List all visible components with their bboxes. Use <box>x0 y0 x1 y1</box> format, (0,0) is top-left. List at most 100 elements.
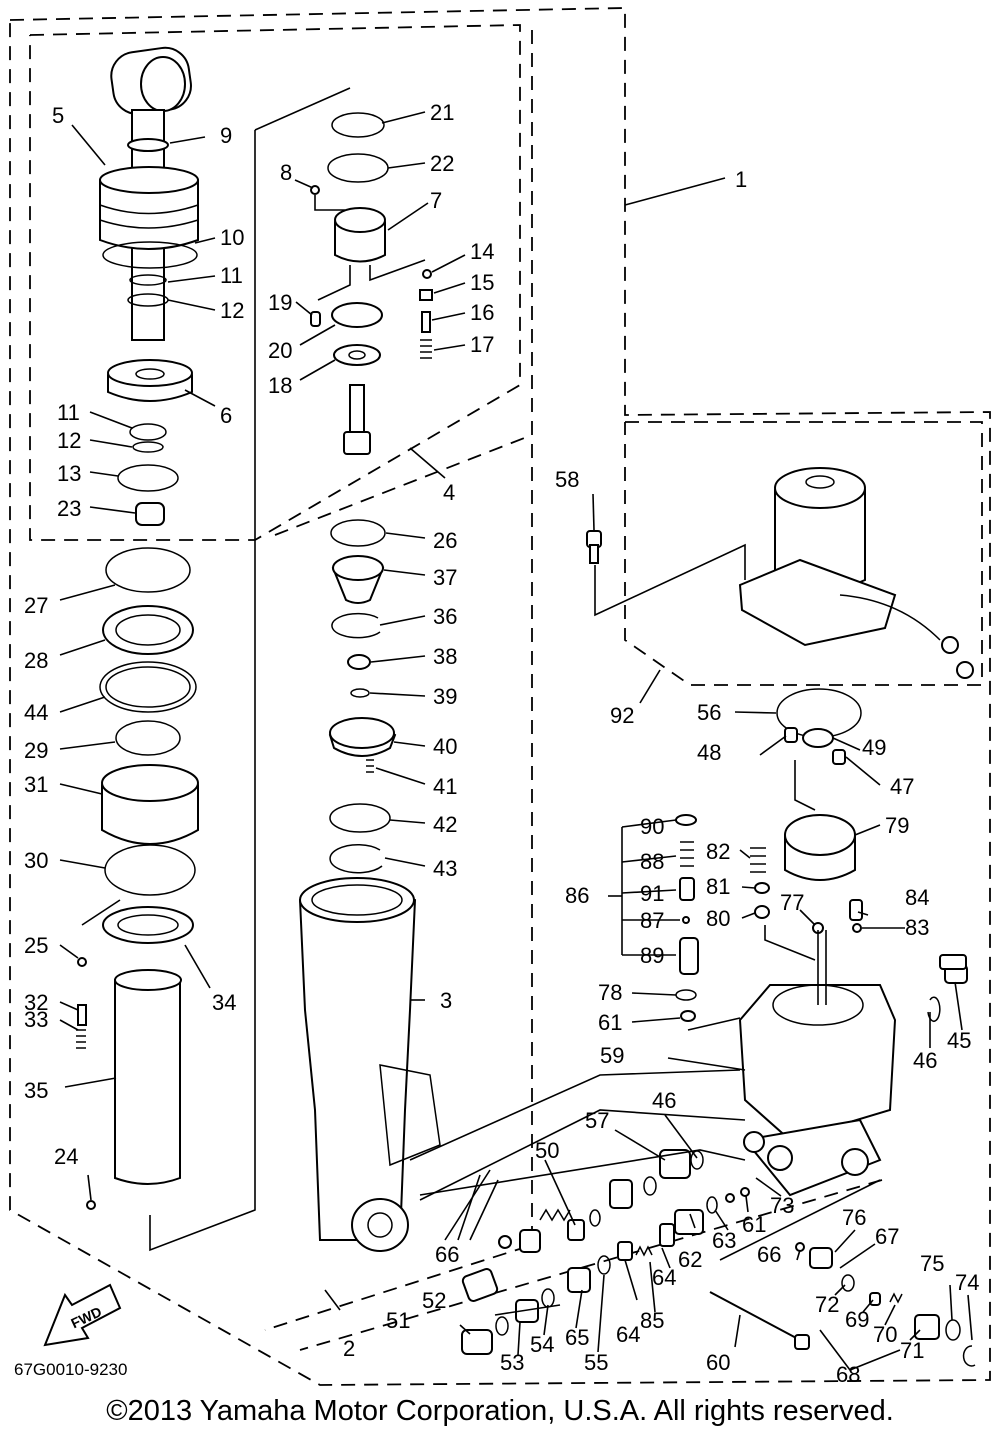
callout-67: 67 <box>875 1224 899 1249</box>
callout-64: 64 <box>652 1265 676 1290</box>
callout-53: 53 <box>500 1350 524 1375</box>
callout-88: 88 <box>640 849 664 874</box>
callout-50: 50 <box>535 1138 559 1163</box>
callout-35: 35 <box>24 1078 48 1103</box>
callout-57: 57 <box>585 1108 609 1133</box>
callout-90: 90 <box>640 814 664 839</box>
callout-71: 71 <box>900 1338 924 1363</box>
callout-3: 3 <box>440 988 452 1013</box>
callout-86: 86 <box>565 883 589 908</box>
callout-81: 81 <box>706 874 730 899</box>
callout-74: 74 <box>955 1270 979 1295</box>
callout-28: 28 <box>24 648 48 673</box>
callout-63: 63 <box>712 1228 736 1253</box>
callout-12: 12 <box>220 298 244 323</box>
callout-68: 68 <box>836 1362 860 1387</box>
callout-49: 49 <box>862 735 886 760</box>
callout-12-b: 12 <box>57 428 81 453</box>
copyright-notice: ©2013 Yamaha Motor Corporation, U.S.A. A… <box>106 1395 894 1427</box>
callout-83: 83 <box>905 915 929 940</box>
callout-40: 40 <box>433 734 457 759</box>
callout-69: 69 <box>845 1307 869 1332</box>
callout-85: 85 <box>640 1308 664 1333</box>
callout-61-b: 61 <box>742 1212 766 1237</box>
part-drawings <box>43 46 976 1367</box>
callout-31: 31 <box>24 772 48 797</box>
callout-26: 26 <box>433 528 457 553</box>
callout-21: 21 <box>430 100 454 125</box>
group-outlines <box>9 7 991 1386</box>
callout-48: 48 <box>697 740 721 765</box>
callout-66: 66 <box>435 1242 459 1267</box>
callout-47: 47 <box>890 774 914 799</box>
callout-70: 70 <box>873 1322 897 1347</box>
callout-labels: 1 2 3 4 5 6 7 8 9 10 11 12 13 14 15 16 1… <box>24 100 979 1387</box>
callout-80: 80 <box>706 906 730 931</box>
callout-32: 32 <box>24 990 48 1015</box>
callout-44: 44 <box>24 700 48 725</box>
callout-20: 20 <box>268 338 292 363</box>
connector-lines <box>81 87 881 1261</box>
callout-39: 39 <box>433 684 457 709</box>
callout-79: 79 <box>885 813 909 838</box>
callout-36: 36 <box>433 604 457 629</box>
callout-60: 60 <box>706 1350 730 1375</box>
callout-10: 10 <box>220 225 244 250</box>
callout-5: 5 <box>52 103 64 128</box>
callout-91: 91 <box>640 881 664 906</box>
callout-17: 17 <box>470 332 494 357</box>
callout-13: 13 <box>57 461 81 486</box>
callout-1: 1 <box>735 167 747 192</box>
callout-56: 56 <box>697 700 721 725</box>
callout-15: 15 <box>470 270 494 295</box>
callout-46-b: 46 <box>652 1088 676 1113</box>
callout-33: 33 <box>24 1007 48 1032</box>
callout-18: 18 <box>268 373 292 398</box>
callout-72: 72 <box>815 1292 839 1317</box>
callout-27: 27 <box>24 593 48 618</box>
callout-9: 9 <box>220 123 232 148</box>
callout-54: 54 <box>530 1332 554 1357</box>
callout-84: 84 <box>905 885 929 910</box>
callout-73: 73 <box>770 1193 794 1218</box>
callout-16: 16 <box>470 300 494 325</box>
callout-23: 23 <box>57 496 81 521</box>
callout-25: 25 <box>24 933 48 958</box>
callout-19: 19 <box>268 290 292 315</box>
callout-38: 38 <box>433 644 457 669</box>
callout-76: 76 <box>842 1205 866 1230</box>
callout-51: 51 <box>386 1308 410 1333</box>
callout-14: 14 <box>470 239 494 264</box>
callout-37: 37 <box>433 565 457 590</box>
callout-11-b: 11 <box>57 400 80 425</box>
callout-77: 77 <box>780 890 804 915</box>
callout-43: 43 <box>433 856 457 881</box>
callout-52: 52 <box>422 1288 446 1313</box>
callout-30: 30 <box>24 848 48 873</box>
callout-61: 61 <box>598 1010 622 1035</box>
callout-55: 55 <box>584 1350 608 1375</box>
callout-42: 42 <box>433 812 457 837</box>
callout-66-b: 66 <box>757 1242 781 1267</box>
callout-75: 75 <box>920 1251 944 1276</box>
callout-62: 62 <box>678 1247 702 1272</box>
callout-64-b: 64 <box>616 1322 640 1347</box>
callout-7: 7 <box>430 188 442 213</box>
callout-78: 78 <box>598 980 622 1005</box>
callout-89: 89 <box>640 943 664 968</box>
callout-58: 58 <box>555 467 579 492</box>
callout-41: 41 <box>433 774 457 799</box>
callout-6: 6 <box>220 403 232 428</box>
leader-lines <box>59 111 973 1371</box>
callout-4: 4 <box>443 480 455 505</box>
callout-29: 29 <box>24 738 48 763</box>
callout-24: 24 <box>54 1144 78 1169</box>
callout-82: 82 <box>706 839 730 864</box>
callout-92: 92 <box>610 703 634 728</box>
callout-59: 59 <box>600 1043 624 1068</box>
callout-8: 8 <box>280 160 292 185</box>
callout-87: 87 <box>640 908 664 933</box>
callout-65: 65 <box>565 1325 589 1350</box>
callout-45: 45 <box>947 1028 971 1053</box>
